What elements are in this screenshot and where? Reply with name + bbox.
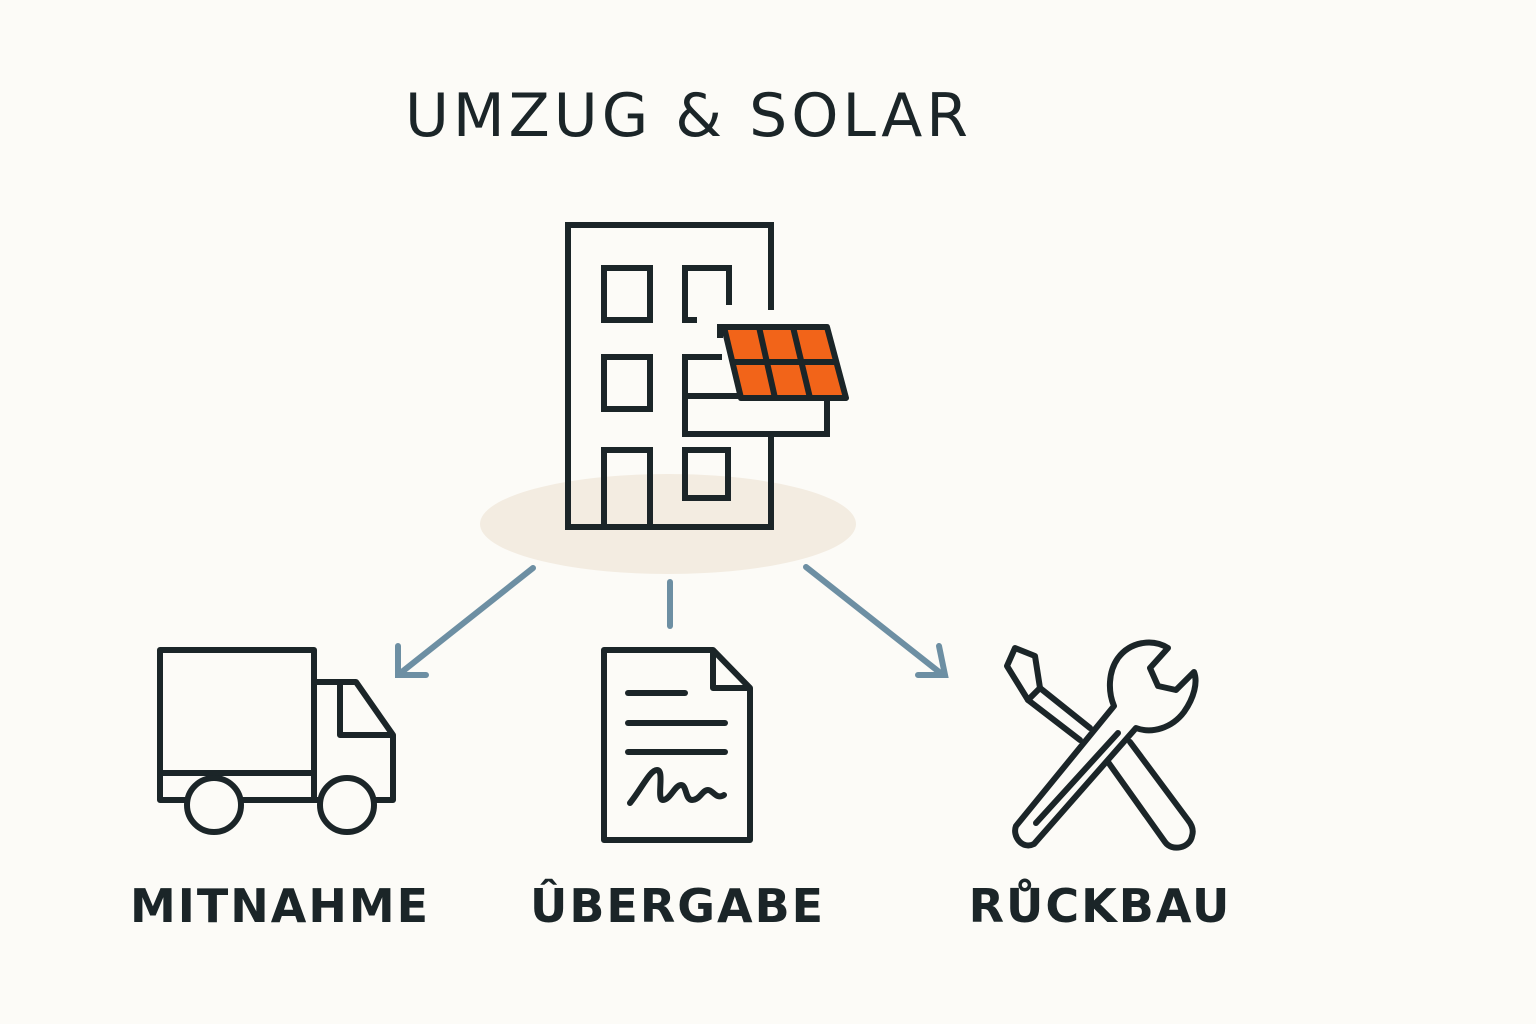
signed-document-icon [601,647,753,843]
option-label-mitnahme: MITNAHME [130,879,431,933]
arrow-right [803,564,949,678]
option-label-uebergabe: ÛBERGABE [530,879,826,933]
moving-truck-icon [157,647,396,835]
diagram-title: UMZUG & SOLAR [405,81,972,151]
wrench-and-screwdriver-icon [1004,639,1199,851]
arrows [395,564,949,678]
arrow-left [395,565,536,678]
solar-panel-icon [721,324,849,401]
option-label-rueckbau: RŮCKBAU [968,879,1232,933]
